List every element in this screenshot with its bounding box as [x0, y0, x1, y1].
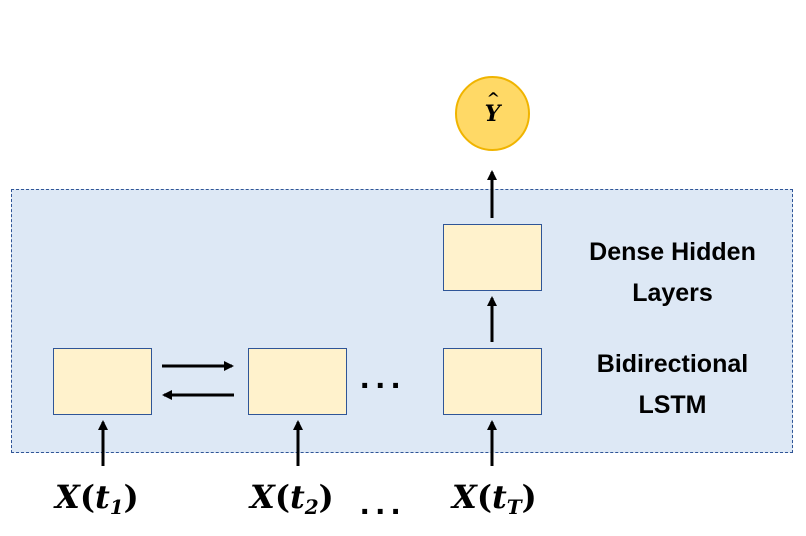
lstm-cell-t [443, 348, 542, 415]
dense-label-line2: Layers [632, 279, 713, 307]
lstm-layer-label: Bidirectional LSTM [560, 344, 785, 426]
input-label-2: X(t2) [250, 478, 334, 519]
dense-layer-cell [443, 224, 542, 291]
input-label-t: X(tT) [452, 478, 537, 519]
lstm-cell-2 [248, 348, 347, 415]
output-node: ^ Y [455, 76, 530, 151]
input-ellipsis: ... [360, 484, 407, 522]
output-hat: ^ [486, 88, 501, 108]
input-t-var: X [452, 478, 477, 516]
output-label: ^ Y [484, 89, 501, 127]
input-2-var: X [250, 478, 275, 516]
input-1-sub: 1 [109, 495, 124, 519]
input-1-var: X [55, 478, 80, 516]
cell-ellipsis: ... [360, 358, 407, 396]
lstm-cell-1 [53, 348, 152, 415]
dense-layer-label: Dense Hidden Layers [560, 232, 785, 314]
input-label-1: X(t1) [55, 478, 139, 519]
output-symbol: Y [484, 100, 501, 127]
lstm-label-line2: LSTM [638, 391, 707, 419]
lstm-label-line1: Bidirectional [596, 350, 749, 378]
input-2-sub: 2 [304, 495, 319, 519]
input-t-sub: T [506, 495, 522, 519]
dense-label-line1: Dense Hidden [589, 238, 756, 266]
